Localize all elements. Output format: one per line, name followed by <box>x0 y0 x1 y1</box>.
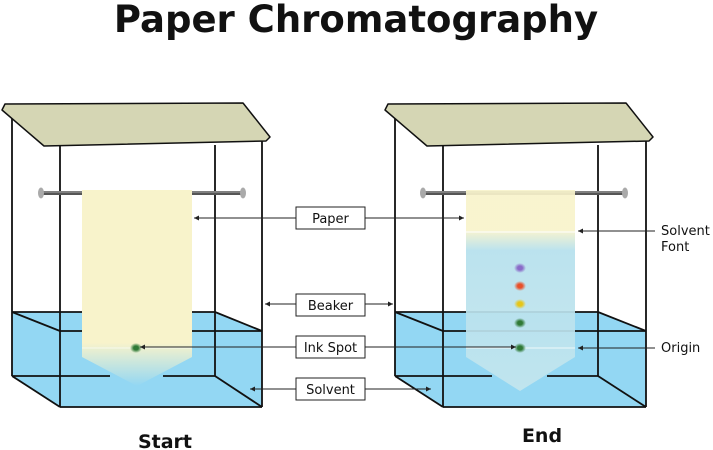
red-spot <box>514 281 526 291</box>
purple-spot <box>514 263 526 273</box>
origin-label: Origin <box>661 341 700 356</box>
label-solvent: Solvent <box>250 377 431 401</box>
label-solvent-front: Solvent Font <box>578 224 710 255</box>
start-apparatus <box>1 102 271 408</box>
paper-label: Paper <box>312 212 349 227</box>
origin-spot <box>514 343 526 353</box>
label-ink-spot: Ink Spot <box>140 335 516 359</box>
yellow-spot <box>514 299 526 309</box>
label-paper: Paper <box>194 206 464 230</box>
start-caption: Start <box>138 431 192 450</box>
lid <box>1 102 271 147</box>
label-origin: Origin <box>578 341 700 356</box>
beaker-label: Beaker <box>308 299 354 314</box>
label-beaker: Beaker <box>265 293 393 317</box>
solvent-front-label-line2: Font <box>661 240 689 255</box>
green-spot <box>514 318 526 328</box>
solvent-label: Solvent <box>306 383 355 398</box>
chromatography-paper <box>82 190 192 386</box>
end-caption: End <box>522 425 562 447</box>
ink-spot-label: Ink Spot <box>304 341 357 356</box>
solvent-front-label-line1: Solvent <box>661 224 710 239</box>
diagram-title: Paper Chromatography <box>114 0 598 41</box>
ink-spot <box>130 343 142 353</box>
lid <box>384 102 654 147</box>
end-apparatus <box>384 102 654 408</box>
